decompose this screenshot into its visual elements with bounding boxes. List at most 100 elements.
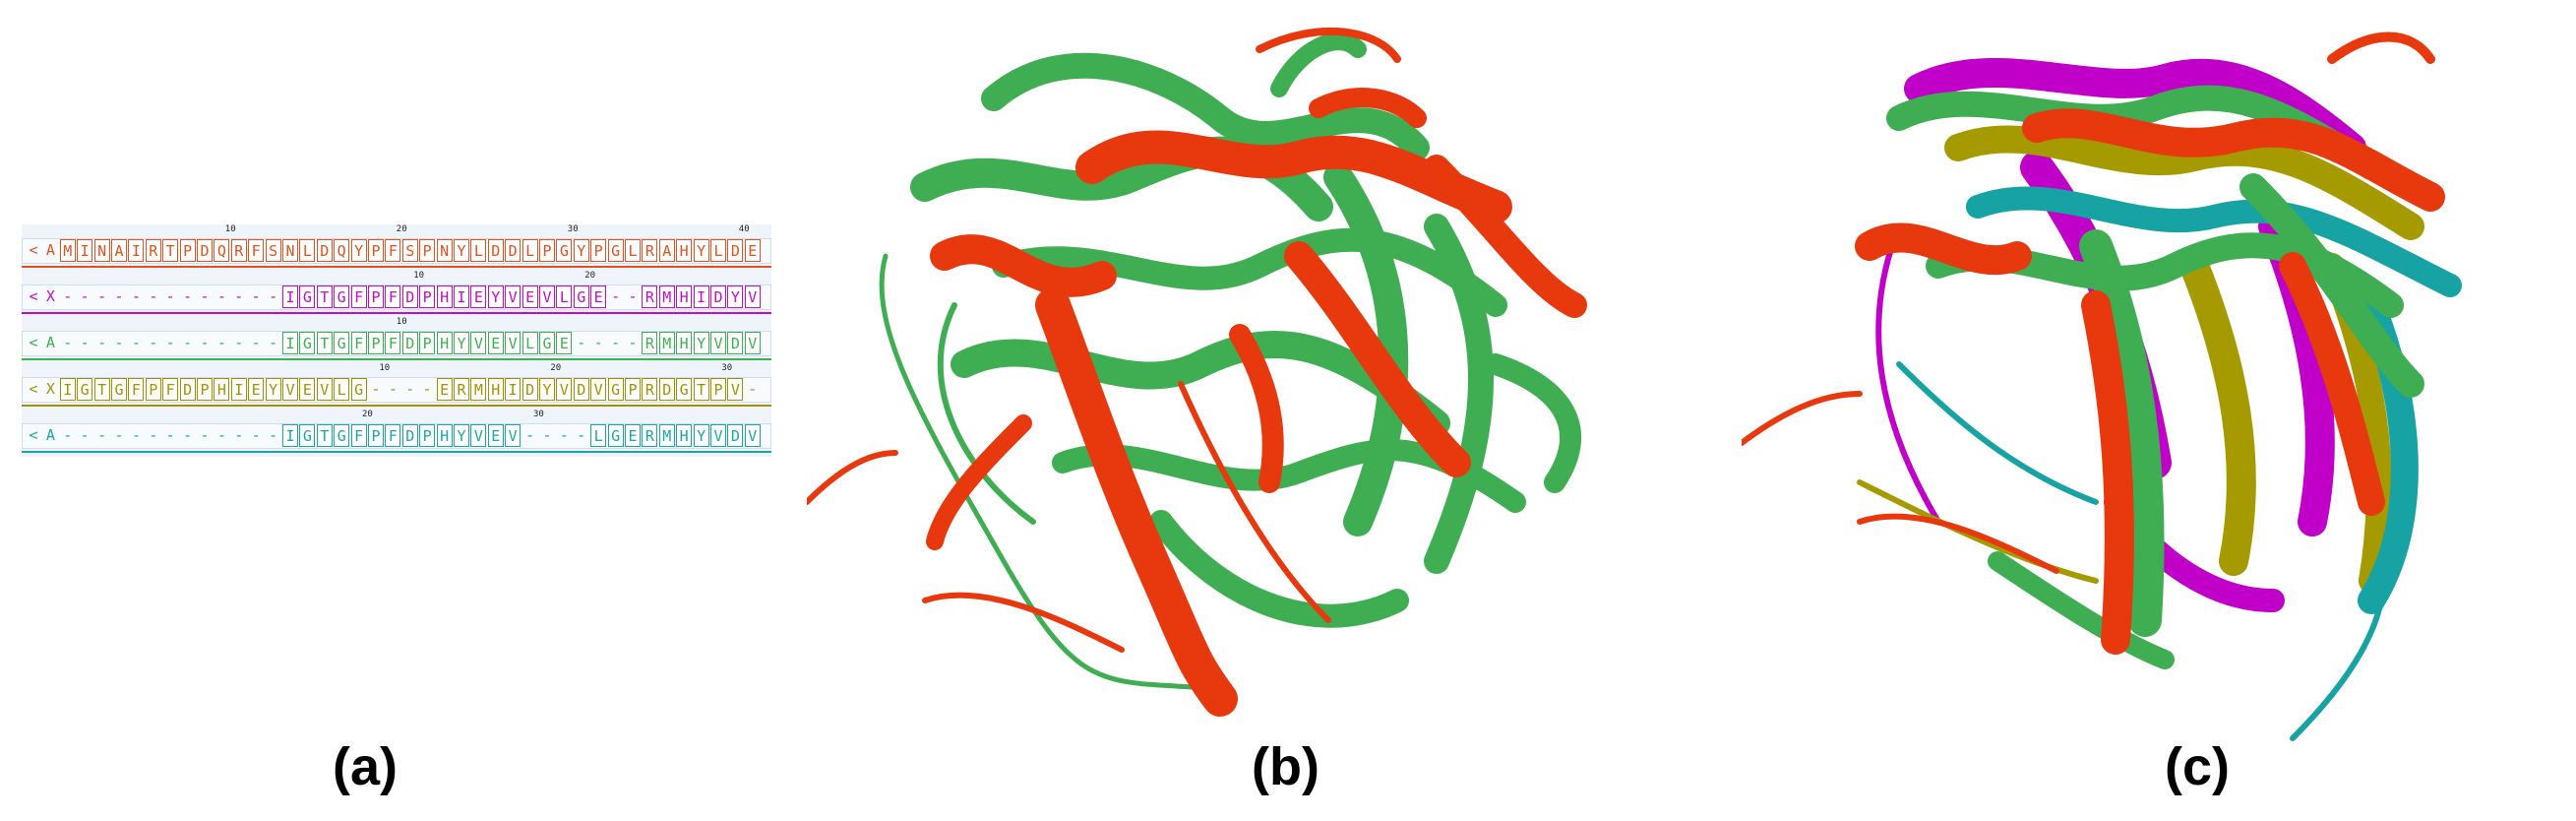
residue: F (385, 332, 401, 354)
residue: P (419, 332, 436, 354)
residue: G (299, 332, 316, 354)
residue: P (179, 239, 196, 262)
residue: G (607, 378, 624, 401)
alignment-gap: - (200, 426, 210, 444)
residue: D (487, 239, 504, 262)
residue: E (625, 424, 641, 447)
alignment-gap: - (131, 287, 141, 305)
residue: E (436, 378, 453, 401)
ruler-tick-label: 20 (550, 363, 562, 373)
residue: F (248, 239, 265, 262)
residue: P (590, 239, 607, 262)
residue: H (676, 239, 693, 262)
ruler-tick-label: 30 (533, 410, 544, 419)
residue: H (676, 285, 693, 308)
residue: G (299, 424, 316, 447)
residue: E (487, 424, 504, 447)
residue: P (368, 239, 384, 262)
residue: V (316, 378, 333, 401)
residue: Q (334, 239, 350, 262)
residue: P (625, 378, 641, 401)
residue: H (214, 378, 230, 401)
ruler-tick-label: 40 (738, 224, 750, 234)
residue: Y (727, 285, 744, 308)
residue: Y (693, 332, 709, 354)
residue: Y (454, 332, 469, 354)
residue: R (642, 285, 658, 308)
alignment-gap: - (114, 334, 124, 351)
residue: Y (454, 424, 469, 447)
residue: < (29, 287, 38, 305)
panel-b-structure-overlay (807, 27, 1587, 717)
residue: V (505, 424, 521, 447)
alignment-gap: - (577, 426, 586, 444)
residue: I (282, 424, 298, 447)
alignment-gap: - (80, 426, 90, 444)
residue: G (111, 378, 127, 401)
residue: V (539, 285, 555, 308)
residue: V (744, 285, 761, 308)
alignment-gap: - (748, 380, 758, 398)
residue: I (230, 378, 247, 401)
residue: D (401, 332, 418, 354)
alignment-gap: - (183, 426, 193, 444)
alignment-gap: - (149, 334, 158, 351)
residue: L (625, 239, 641, 262)
ruler-tick-label: 20 (362, 410, 373, 419)
residue: L (334, 378, 350, 401)
residue: F (350, 332, 367, 354)
residue: M (658, 285, 675, 308)
residue: F (162, 378, 179, 401)
residue: D (505, 239, 521, 262)
alignment-gap: - (405, 380, 415, 398)
residue: P (710, 378, 726, 401)
residue: L (556, 285, 573, 308)
residue: V (505, 285, 521, 308)
alignment-gap: - (97, 287, 107, 305)
residue: R (642, 424, 658, 447)
ruler-tick-label: 10 (396, 317, 407, 327)
alignment-gap: - (234, 287, 244, 305)
residue: V (710, 332, 726, 354)
alignment-gap: - (251, 426, 261, 444)
residue: E (487, 332, 504, 354)
residue: H (436, 285, 453, 308)
residue: A (658, 239, 675, 262)
ruler-tick-label: 20 (584, 271, 596, 281)
residue: L (470, 239, 487, 262)
alignment-gap: - (131, 426, 141, 444)
residue: S (265, 239, 281, 262)
residue: T (316, 332, 333, 354)
residue: T (693, 378, 709, 401)
panel-c-label: (c) (2165, 737, 2230, 796)
residue: M (59, 239, 76, 262)
residue: H (487, 378, 504, 401)
residue: H (436, 332, 453, 354)
residue: E (248, 378, 265, 401)
alignment-gap: - (269, 287, 278, 305)
alignment-gap: - (251, 334, 261, 351)
residue: R (454, 378, 469, 401)
residue: P (419, 424, 436, 447)
residue: H (436, 424, 453, 447)
residue: Q (214, 239, 230, 262)
alignment-gap: - (593, 334, 603, 351)
residue: V (556, 378, 573, 401)
residue: F (385, 239, 401, 262)
residue: I (77, 239, 93, 262)
panel-c-structure-overlay (1742, 32, 2462, 741)
alignment-gap: - (63, 334, 73, 351)
residue: G (573, 285, 589, 308)
residue: S (401, 239, 418, 262)
residue: Y (539, 378, 555, 401)
residue: E (590, 285, 607, 308)
ruler-tick-label: 30 (567, 224, 579, 234)
alignment-gap: - (371, 380, 381, 398)
alignment-gap: - (165, 287, 175, 305)
